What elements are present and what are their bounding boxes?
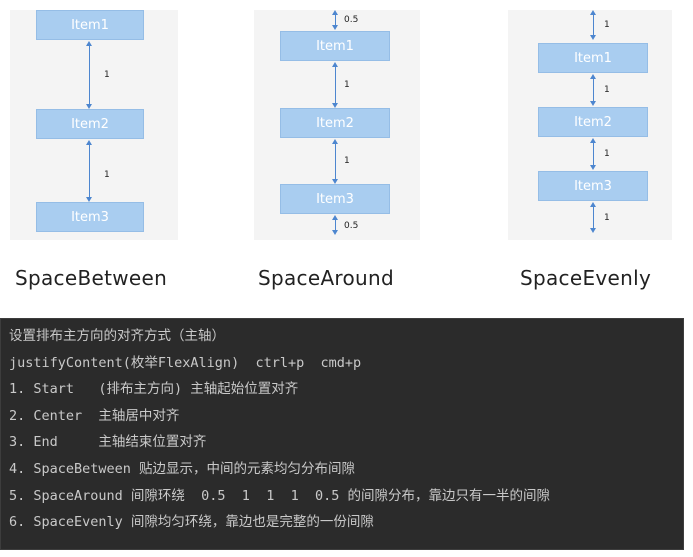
item-box: Item1 (280, 31, 390, 61)
arrow-head-up-icon (590, 10, 596, 15)
arrow-head-up-icon (590, 138, 596, 143)
diagram-space-evenly: 1 Item1 1 Item2 1 Item3 1 (508, 10, 672, 240)
item-box: Item2 (538, 107, 648, 137)
arrow-head-down-icon (332, 179, 338, 184)
arrow-head-up-icon (332, 139, 338, 144)
item-box: Item2 (36, 109, 144, 139)
code-line: 3. End 主轴结束位置对齐 (9, 434, 207, 451)
arrow-head-up-icon (332, 215, 338, 220)
code-line: justifyContent(枚举FlexAlign) ctrl+p cmd+p (9, 354, 362, 371)
gap-arrow (335, 15, 336, 26)
item-box: Item2 (280, 108, 390, 138)
gap-label: 1 (604, 20, 610, 30)
gap-label: 0.5 (344, 221, 359, 231)
gap-label: 1 (344, 80, 350, 90)
code-line: 1. Start (排布主方向) 主轴起始位置对齐 (9, 381, 299, 398)
arrow-head-down-icon (590, 165, 596, 170)
diagram-space-around: 0.5 Item1 1 Item2 1 Item3 0.5 (254, 10, 420, 240)
code-line: 设置排布主方向的对齐方式（主轴） (9, 328, 225, 344)
gap-label: 1 (104, 70, 110, 80)
arrow-head-down-icon (590, 101, 596, 106)
code-line: 6. SpaceEvenly 间隙均匀环绕，靠边也是完整的一份间隙 (9, 514, 374, 531)
gap-arrow (335, 144, 336, 179)
diagram-space-between: Item1 Item2 Item3 1 1 (10, 10, 178, 240)
arrow-head-up-icon (86, 140, 92, 145)
gap-label: 1 (604, 85, 610, 95)
gap-arrow (593, 143, 594, 165)
arrow-head-down-icon (590, 228, 596, 233)
gap-label: 1 (344, 156, 350, 166)
gap-arrow (593, 207, 594, 228)
arrow-head-down-icon (86, 104, 92, 109)
gap-label: 1 (604, 213, 610, 223)
item-box: Item3 (36, 202, 144, 232)
gap-arrow (89, 46, 90, 104)
caption-space-around: SpaceAround (258, 266, 394, 290)
gap-label: 0.5 (344, 15, 359, 25)
arrow-head-down-icon (332, 230, 338, 235)
gap-arrow (593, 15, 594, 35)
gap-arrow (593, 79, 594, 101)
item-box: Item1 (538, 43, 648, 73)
caption-space-between: SpaceBetween (15, 266, 168, 290)
gap-label: 1 (104, 170, 110, 180)
item-box: Item3 (280, 184, 390, 214)
code-notes-panel: 设置排布主方向的对齐方式（主轴） justifyContent(枚举FlexAl… (0, 318, 684, 550)
arrow-head-down-icon (86, 197, 92, 202)
gap-arrow (89, 145, 90, 197)
gap-label: 1 (604, 149, 610, 159)
code-line: 5. SpaceAround 间隙环绕 0.5 1 1 1 0.5 的间隙分布，… (9, 487, 550, 504)
arrow-head-up-icon (332, 62, 338, 67)
arrow-head-down-icon (590, 35, 596, 40)
caption-space-evenly: SpaceEvenly (520, 266, 652, 290)
item-box: Item3 (538, 171, 648, 201)
arrow-head-up-icon (332, 10, 338, 15)
item-box: Item1 (36, 10, 144, 40)
gap-arrow (335, 67, 336, 103)
arrow-head-up-icon (590, 202, 596, 207)
code-line: 2. Center 主轴居中对齐 (9, 407, 180, 424)
arrow-head-down-icon (332, 103, 338, 108)
arrow-head-up-icon (86, 41, 92, 46)
gap-arrow (335, 220, 336, 231)
arrow-head-down-icon (332, 25, 338, 30)
code-line: 4. SpaceBetween 贴边显示，中间的元素均匀分布间隙 (9, 460, 356, 477)
arrow-head-up-icon (590, 74, 596, 79)
